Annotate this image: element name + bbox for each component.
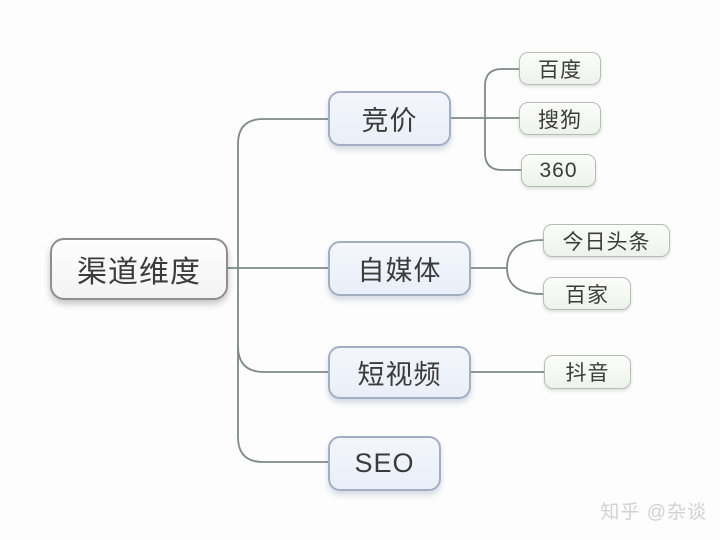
connector-selfmedia-toutiao <box>506 239 544 269</box>
connector-trunk-shortvideo <box>237 345 328 373</box>
branch-node-bidding: 竞价 <box>328 91 451 146</box>
leaf-node-douyin: 抖音 <box>544 355 631 389</box>
connector-trunk <box>237 118 328 463</box>
leaf-node-360: 360 <box>521 154 596 187</box>
leaf-node-baijia: 百家 <box>543 277 631 310</box>
root-node-channel-dimension: 渠道维度 <box>50 238 228 300</box>
leaf-node-sogou: 搜狗 <box>519 102 601 135</box>
connector-bidding-children <box>484 68 521 171</box>
leaf-node-toutiao: 今日头条 <box>543 224 670 257</box>
watermark-zhihu: 知乎 @杂谈 <box>600 502 707 523</box>
branch-node-shortvideo: 短视频 <box>328 346 471 399</box>
leaf-node-baidu: 百度 <box>519 52 601 85</box>
branch-node-seo: SEO <box>328 436 441 491</box>
connector-selfmedia-baijia <box>506 267 544 295</box>
branch-node-selfmedia: 自媒体 <box>328 241 471 296</box>
